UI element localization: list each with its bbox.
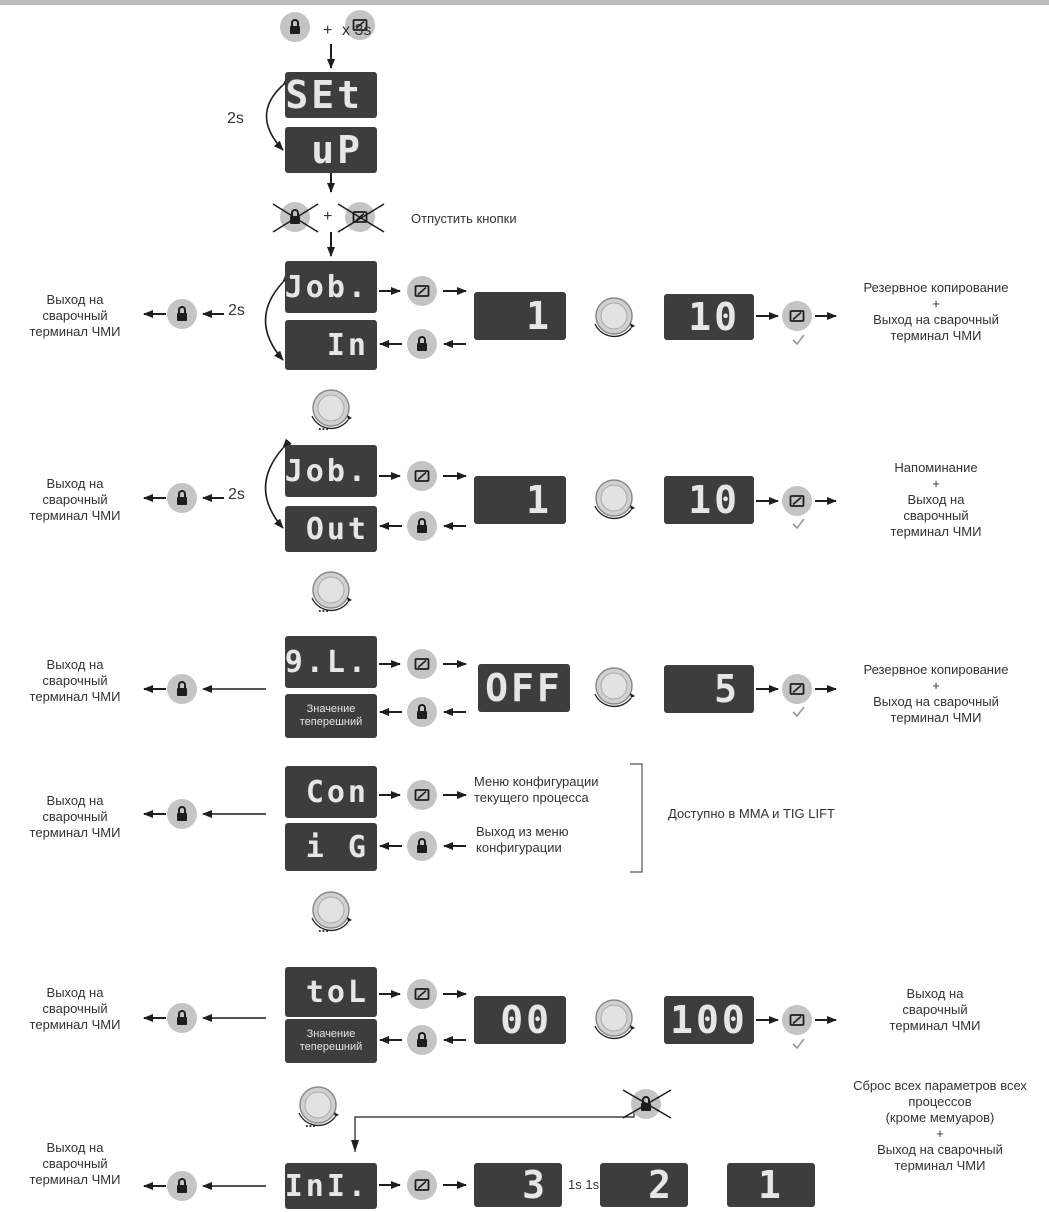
lock-icon[interactable] — [166, 798, 198, 830]
connector-line — [354, 1104, 635, 1152]
screen-icon[interactable] — [781, 300, 813, 332]
delay-label: 2s — [228, 486, 245, 503]
display-out: Out — [285, 506, 377, 552]
checkmark-icon — [792, 706, 805, 717]
cross-line — [337, 203, 385, 233]
reset-all-label: Сброс всех параметров всех процессов (кр… — [853, 1078, 1027, 1173]
curved-arrow — [264, 272, 293, 361]
display-con: Con — [285, 766, 377, 818]
display-countdown-3: 3 — [474, 1163, 562, 1207]
release-buttons-label: Отпустить кнопки — [411, 211, 517, 226]
display-fig: F i G — [285, 823, 377, 871]
exit-hmi-label: Выход на сварочный терминал ЧМИ — [29, 985, 121, 1032]
delay-label: 2s — [227, 110, 244, 127]
display-job: Job. — [285, 445, 377, 497]
display-current-value: Значение теперешний — [285, 694, 377, 738]
knob-icon[interactable] — [594, 297, 636, 338]
curved-arrow — [264, 438, 292, 529]
knob-dots: ... — [318, 600, 329, 615]
delay-label: 2s — [228, 302, 245, 319]
checkmark-icon — [792, 1038, 805, 1049]
exit-hmi-label: Выход на сварочный терминал ЧМИ — [29, 292, 121, 339]
screen-icon[interactable] — [781, 1004, 813, 1036]
top-border — [0, 0, 1049, 5]
lock-icon[interactable] — [166, 1002, 198, 1034]
display-value-1: 1 — [474, 292, 566, 340]
display-value-10: 10 — [664, 294, 754, 340]
display-value-5: 5 — [664, 665, 754, 713]
lock-icon[interactable] — [406, 510, 438, 542]
display-value-10: 10 — [664, 476, 754, 524]
press-duration: x 3s — [342, 22, 372, 39]
exit-hmi-label: Выход на сварочный терминал ЧМИ — [29, 1140, 121, 1187]
knob-dots: ... — [305, 1115, 316, 1130]
screen-icon[interactable] — [406, 648, 438, 680]
config-menu-label: Меню конфигурации текущего процесса — [474, 774, 599, 805]
cross-line — [622, 1089, 672, 1119]
reminder-exit-label: Напоминание + Выход на сварочный термина… — [890, 460, 982, 539]
plus-sign: + — [323, 208, 333, 225]
exit-config-label: Выход из меню конфигурации — [476, 824, 569, 855]
display-ini: InI. — [285, 1163, 377, 1209]
exit-hmi-label: Выход на сварочный терминал ЧМИ — [29, 476, 121, 523]
curved-arrow — [265, 75, 293, 151]
bracket — [630, 763, 643, 873]
lock-icon[interactable] — [279, 11, 311, 43]
screen-icon[interactable] — [781, 485, 813, 517]
display-set: SEt — [285, 72, 377, 118]
screen-icon[interactable] — [406, 779, 438, 811]
display-value-1: 1 — [474, 476, 566, 524]
display-value-00: 00 — [474, 996, 566, 1044]
knob-icon[interactable] — [594, 667, 636, 708]
plus-sign: + — [323, 22, 333, 39]
screen-icon[interactable] — [781, 673, 813, 705]
lock-icon[interactable] — [166, 482, 198, 514]
display-countdown-1: 1 — [727, 1163, 815, 1207]
screen-icon[interactable] — [406, 460, 438, 492]
screen-icon[interactable] — [406, 978, 438, 1010]
display-in: In — [285, 320, 377, 370]
display-value-off: OFF — [478, 664, 570, 712]
knob-dots: ... — [318, 920, 329, 935]
lock-icon[interactable] — [406, 328, 438, 360]
lock-icon[interactable] — [406, 696, 438, 728]
display-countdown-2: 2 — [600, 1163, 688, 1207]
exit-hmi-label: Выход на сварочный терминал ЧМИ — [29, 657, 121, 704]
cross-line — [272, 203, 319, 233]
exit-hmi-label: Выход на сварочный терминал ЧМИ — [29, 793, 121, 840]
backup-exit-label: Резервное копирование + Выход на сварочн… — [863, 662, 1009, 725]
exit-hmi-label: Выход на сварочный терминал ЧМИ — [889, 986, 981, 1033]
display-up: uP — [285, 127, 377, 173]
arrow-head — [351, 1140, 359, 1152]
checkmark-icon — [792, 334, 805, 345]
screen-icon[interactable] — [406, 275, 438, 307]
knob-icon[interactable] — [594, 479, 636, 520]
display-ql: 9.L. — [285, 636, 377, 688]
screen-icon[interactable] — [406, 1169, 438, 1201]
display-job: Job. — [285, 261, 377, 313]
lock-icon[interactable] — [166, 298, 198, 330]
knob-icon[interactable] — [594, 999, 636, 1040]
knob-dots: ... — [318, 418, 329, 433]
availability-label: Доступно в MMA и TIG LIFT — [668, 806, 835, 821]
lock-icon[interactable] — [166, 673, 198, 705]
display-value-100: 100 — [664, 996, 754, 1044]
display-tol: toL — [285, 967, 377, 1017]
lock-icon[interactable] — [406, 1024, 438, 1056]
display-current-value: Значение теперешний — [285, 1019, 377, 1063]
lock-icon[interactable] — [166, 1170, 198, 1202]
backup-exit-label: Резервное копирование + Выход на сварочн… — [863, 280, 1009, 343]
checkmark-icon — [792, 518, 805, 529]
lock-icon[interactable] — [406, 830, 438, 862]
